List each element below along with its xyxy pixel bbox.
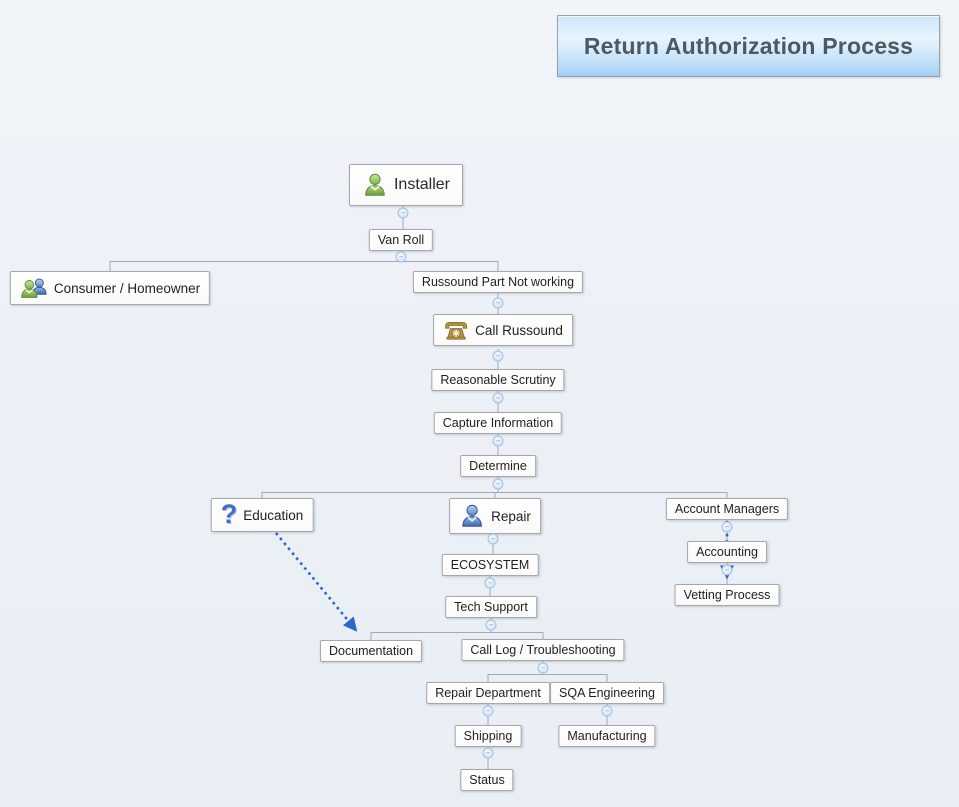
node-determine[interactable]: Determine — [460, 455, 536, 477]
collapse-toggle[interactable]: − — [721, 521, 733, 533]
node-label: Repair Department — [435, 686, 541, 700]
node-education[interactable]: ? Education — [210, 498, 314, 532]
node-label: Documentation — [328, 644, 414, 658]
node-call-log-troubleshooting[interactable]: Call Log / Troubleshooting — [461, 639, 625, 661]
node-tech-support[interactable]: Tech Support — [445, 596, 537, 618]
node-label: Call Russound — [475, 322, 563, 338]
node-accounting[interactable]: Accounting — [687, 541, 767, 563]
node-label: Accounting — [696, 545, 758, 559]
node-label: Capture Information — [442, 416, 554, 430]
node-label: Reasonable Scrutiny — [440, 373, 556, 387]
collapse-toggle[interactable]: − — [484, 577, 496, 589]
green-person-icon — [362, 172, 388, 198]
node-label: Van Roll — [377, 233, 425, 247]
node-status[interactable]: Status — [460, 769, 514, 791]
collapse-toggle[interactable]: − — [395, 251, 407, 263]
node-label: SQA Engineering — [559, 686, 655, 700]
collapse-toggle[interactable]: − — [721, 564, 733, 576]
question-mark-icon: ? — [220, 499, 238, 529]
collapse-toggle[interactable]: − — [482, 747, 494, 759]
collapse-toggle[interactable]: − — [492, 392, 504, 404]
telephone-icon — [443, 319, 469, 341]
node-shipping[interactable]: Shipping — [454, 725, 522, 747]
node-van-roll[interactable]: Van Roll — [368, 229, 434, 251]
collapse-toggle[interactable]: − — [492, 350, 504, 362]
collapse-toggle[interactable]: − — [397, 207, 409, 219]
collapse-toggle[interactable]: − — [492, 478, 504, 490]
blue-person-icon — [459, 503, 485, 529]
collapse-toggle[interactable]: − — [537, 662, 549, 674]
node-vetting-process[interactable]: Vetting Process — [674, 584, 780, 606]
node-label: Russound Part Not working — [421, 275, 575, 289]
node-label: Manufacturing — [567, 729, 647, 743]
collapse-toggle[interactable]: − — [487, 533, 499, 545]
node-label: Determine — [469, 459, 527, 473]
node-russound-part-not-working[interactable]: Russound Part Not working — [412, 271, 584, 293]
node-consumer-homeowner[interactable]: Consumer / Homeowner — [9, 271, 211, 305]
node-repair-department[interactable]: Repair Department — [426, 682, 550, 704]
node-label: Vetting Process — [683, 588, 771, 602]
collapse-toggle[interactable]: − — [492, 297, 504, 309]
node-label: Consumer / Homeowner — [53, 280, 201, 296]
node-installer[interactable]: Installer — [348, 164, 464, 206]
node-capture-information[interactable]: Capture Information — [433, 412, 563, 434]
collapse-toggle[interactable]: − — [601, 705, 613, 717]
node-call-russound[interactable]: Call Russound — [433, 314, 573, 346]
collapse-toggle[interactable]: − — [492, 435, 504, 447]
node-label: ECOSYSTEM — [450, 558, 530, 572]
node-label: Installer — [393, 176, 451, 193]
node-label: Shipping — [463, 729, 513, 743]
node-label: Repair — [491, 508, 531, 524]
diagram-title: Return Authorization Process — [557, 15, 940, 77]
node-sqa-engineering[interactable]: SQA Engineering — [550, 682, 664, 704]
node-label: Account Managers — [674, 502, 780, 516]
education-to-documentation-arrow — [274, 532, 358, 632]
node-label: Call Log / Troubleshooting — [470, 643, 616, 657]
collapse-toggle[interactable]: − — [482, 705, 494, 717]
node-ecosystem[interactable]: ECOSYSTEM — [441, 554, 539, 576]
node-label: Tech Support — [454, 600, 528, 614]
node-repair[interactable]: Repair — [449, 498, 541, 534]
node-reasonable-scrutiny[interactable]: Reasonable Scrutiny — [431, 369, 565, 391]
node-documentation[interactable]: Documentation — [319, 640, 423, 662]
collapse-toggle[interactable]: − — [485, 619, 497, 631]
node-label: Status — [469, 773, 505, 787]
node-label: Education — [243, 507, 304, 523]
node-account-managers[interactable]: Account Managers — [665, 498, 789, 520]
node-manufacturing[interactable]: Manufacturing — [558, 725, 656, 747]
two-people-icon — [20, 276, 48, 300]
